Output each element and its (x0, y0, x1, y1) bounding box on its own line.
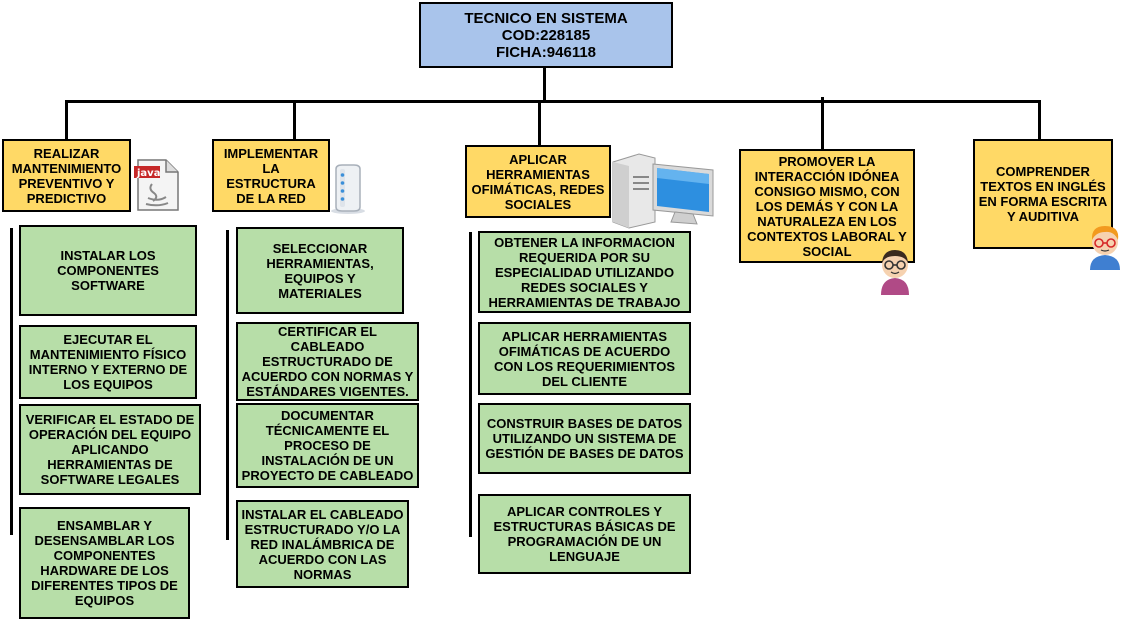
category-ingles: COMPRENDER TEXTOS EN INGLÉS EN FORMA ESC… (973, 139, 1113, 249)
task-instalar-cableado: INSTALAR EL CABLEADO ESTRUCTURADO Y/O LA… (236, 500, 409, 588)
task-obtener-informacion: OBTENER LA INFORMACION REQUERIDA POR SU … (478, 231, 691, 313)
task-certificar-cableado: CERTIFICAR EL CABLEADO ESTRUCTURADO DE A… (236, 322, 419, 401)
root-ficha: FICHA:946118 (495, 43, 597, 61)
task-bases-datos: CONSTRUIR BASES DE DATOS UTILIZANDO UN S… (478, 403, 691, 474)
person-with-glasses-icon (881, 250, 909, 295)
desktop-computer-icon (612, 153, 714, 229)
connector-cat5 (1038, 100, 1041, 140)
category-interaccion: PROMOVER LA INTERACCIÓN IDÓNEA CONSIGO M… (739, 149, 915, 263)
task-documentar-proceso: DOCUMENTAR TÉCNICAMENTE EL PROCESO DE IN… (236, 403, 419, 488)
root-node: TECNICO EN SISTEMA COD:228185 FICHA:9461… (419, 2, 673, 68)
task-mantenimiento-fisico: EJECUTAR EL MANTENIMIENTO FÍSICO INTERNO… (19, 325, 197, 399)
root-stem (543, 67, 546, 103)
task-instalar-software: INSTALAR LOS COMPONENTES SOFTWARE (19, 225, 197, 316)
category-mantenimiento: REALIZAR MANTENIMIENTO PREVENTIVO Y PRED… (2, 139, 131, 212)
student-avatar-icon (1090, 226, 1120, 270)
connector-cat1 (65, 100, 68, 140)
main-horizontal-connector (65, 100, 1041, 103)
column-bar-1 (10, 228, 13, 535)
connector-cat2 (293, 100, 296, 140)
task-ensamblar-hardware: ENSAMBLAR Y DESENSAMBLAR LOS COMPONENTES… (19, 507, 190, 619)
svg-text:java: java (136, 168, 160, 179)
task-verificar-estado: VERIFICAR EL ESTADO DE OPERACIÓN DEL EQU… (19, 404, 201, 495)
task-aplicar-ofimatica: APLICAR HERRAMIENTAS OFIMÁTICAS DE ACUER… (478, 322, 691, 395)
column-bar-3 (469, 232, 472, 537)
java-file-icon: java (134, 159, 179, 211)
root-code: COD:228185 (501, 26, 591, 44)
connector-cat3 (538, 100, 541, 146)
task-programacion: APLICAR CONTROLES Y ESTRUCTURAS BÁSICAS … (478, 494, 691, 574)
task-seleccionar-herramientas: SELECCIONAR HERRAMIENTAS, EQUIPOS Y MATE… (236, 227, 404, 314)
root-title: TECNICO EN SISTEMA (464, 9, 628, 27)
router-icon (331, 164, 365, 214)
category-red: IMPLEMENTAR LA ESTRUCTURA DE LA RED (212, 139, 330, 212)
category-ofimatica: APLICAR HERRAMIENTAS OFIMÁTICAS, REDES S… (465, 145, 611, 218)
column-bar-2 (226, 230, 229, 540)
connector-cat4 (821, 97, 824, 150)
